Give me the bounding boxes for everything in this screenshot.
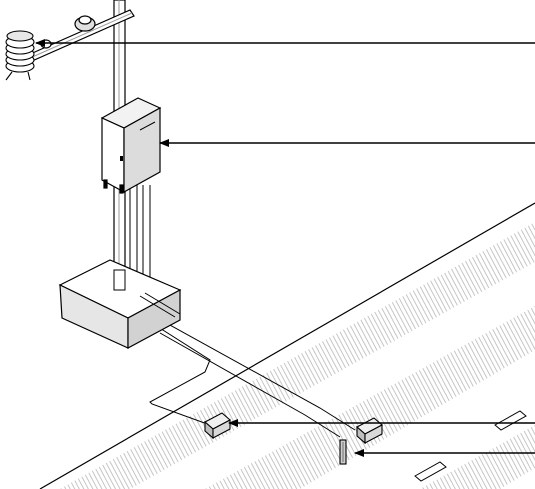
- road-sensor-right: [356, 417, 383, 445]
- road-edge-line: [39, 202, 535, 489]
- conduits: [129, 185, 151, 280]
- pavement-band-outer: [420, 425, 535, 489]
- road-sensor-left: [204, 412, 231, 440]
- callout-arrows: [35, 39, 535, 457]
- road: [39, 202, 535, 489]
- embedded-probe: [339, 439, 347, 465]
- pavement-band-far: [205, 306, 535, 489]
- sensor-shield-icon: [5, 30, 35, 81]
- concrete-base: [58, 259, 182, 350]
- lane-markings: [414, 410, 527, 482]
- cabinet-icon: [100, 97, 162, 194]
- pavement-band-near: [60, 222, 535, 489]
